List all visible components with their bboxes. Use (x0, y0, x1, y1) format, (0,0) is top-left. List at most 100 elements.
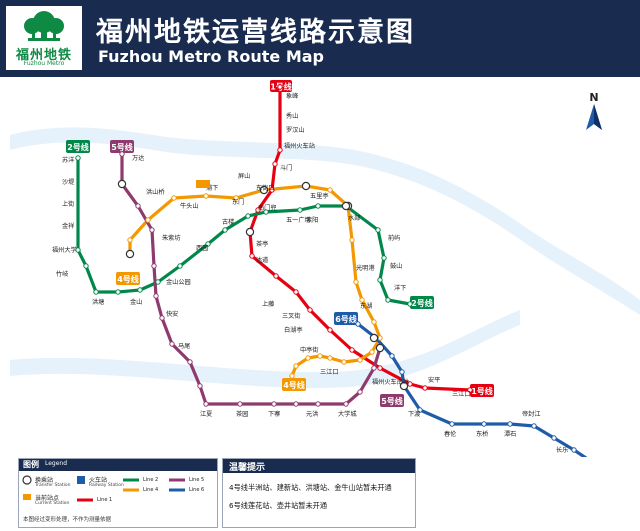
station-dot (273, 273, 279, 279)
station-label-jinshan: 金山 (130, 298, 142, 306)
station-label-niutoushan: 牛头山 (180, 202, 199, 210)
station-label-nanmendou: 南门兜 (258, 204, 277, 212)
station-dot (551, 435, 557, 441)
line-4-badge-label: 4号线 (117, 274, 139, 284)
line-6-badge-north-label: 6号线 (335, 314, 357, 324)
station-dot (222, 227, 228, 233)
line-4-badge: 4号线 (116, 272, 140, 285)
station-dot (341, 359, 347, 365)
station-labels: 象峰 秀山 罗汉山 福州火车站 斗门 屏山 东街口 南门兜 茶亭 达道 上藤 三… (52, 92, 568, 454)
station-dot (177, 263, 183, 269)
min-river-south (10, 310, 520, 389)
station-dot (269, 187, 275, 193)
station-label-fuzhou-south: 福州火车南站 (372, 378, 409, 386)
transfer-station-icon (117, 179, 127, 189)
station-label-mawei: 马尾 (178, 342, 190, 350)
station-label-chayuan: 茶园 (236, 410, 248, 418)
station-label-shadi: 沙堤 (62, 178, 75, 186)
station-dot (327, 187, 333, 193)
line-2-track (76, 158, 411, 306)
station-dot (571, 447, 577, 453)
station-dot (297, 207, 303, 213)
station-label-jinshan-park: 金山公园 (166, 278, 191, 286)
station-label-changle: 长乐 (556, 446, 568, 454)
station-dot (203, 193, 209, 199)
station-dot (343, 401, 349, 407)
station-dot (407, 381, 413, 387)
station-label-wuliting: 五里亭 (310, 192, 329, 200)
station-label-yangxia: 洋下 (394, 284, 406, 292)
transfer-station-icon (399, 381, 409, 391)
station-label-zhongtingjie: 中亭街 (300, 346, 319, 354)
legend-title-en: Legend (45, 460, 68, 467)
station-dot (75, 155, 81, 161)
tips-line-1: 4号线半洲站、建新站、洪塘站、金牛山站暂未开通 (229, 483, 392, 492)
logo-text: 福州地铁 (15, 48, 72, 63)
legend-panel: 图例 Legend 换乘站 Transfer Station 当前站点 Curr… (18, 458, 218, 528)
station-dot (327, 327, 333, 333)
station-label-pingshan: 屏山 (238, 172, 250, 180)
station-dot (349, 347, 355, 353)
station-dot (149, 227, 155, 233)
station-dot (271, 401, 277, 407)
station-label-dongjiekou: 东街口 (256, 184, 275, 192)
line-1-badge-south-label: 1号线 (471, 386, 493, 396)
line-6-badge-north: 6号线 (334, 312, 358, 325)
station-dot (135, 203, 141, 209)
station-dot (381, 255, 387, 261)
station-dot (399, 369, 405, 375)
station-dot (385, 297, 391, 303)
station-dot (83, 263, 89, 269)
station-dot (203, 401, 209, 407)
station-dot (293, 289, 299, 295)
station-dot (249, 253, 255, 259)
line-2-badge-east: 2号线 (410, 296, 434, 309)
station-dot (255, 207, 261, 213)
station-dot (233, 195, 239, 201)
station-dot (289, 373, 295, 379)
station-dot (349, 237, 355, 243)
current-station-marker (196, 180, 210, 188)
station-label-zhuqi: 竹岐 (56, 270, 68, 278)
line-4-badge-south-label: 4号线 (283, 380, 305, 390)
station-label-anping: 安平 (428, 376, 440, 384)
station-label-fuzhou-station: 福州火车站 (284, 142, 315, 150)
station-dot (377, 365, 383, 371)
tips-header: 温馨提示 (223, 459, 415, 473)
tips-title: 温馨提示 (229, 463, 266, 473)
station-dot (353, 279, 359, 285)
station-label-gushan: 鼓山 (390, 262, 402, 270)
legend-line1-label: Line 1 (97, 497, 113, 503)
station-dot (407, 301, 413, 307)
station-dot (481, 421, 487, 427)
station-label-chating: 茶亭 (256, 240, 268, 248)
station-dot (245, 213, 251, 219)
line-2-badge-west-label: 2号线 (67, 142, 89, 152)
legend-transfer-label-en: Transfer Station (35, 483, 71, 488)
station-label-zhuzifang: 朱紫坊 (162, 234, 181, 242)
station-label-gulou: 古楼 (222, 218, 234, 226)
tips-line-2: 6号线莲花站、壶井站暂未开通 (229, 501, 328, 510)
legend-transfer-label: 换乘站 (35, 477, 54, 484)
line-1-track (248, 87, 471, 392)
station-label-suyang: 苏洋 (62, 156, 74, 164)
line-5-badge-north-label: 5号线 (111, 142, 133, 152)
station-dot (151, 263, 157, 269)
station-dot (237, 401, 243, 407)
station-dot (315, 203, 321, 209)
station-dot (531, 423, 537, 429)
station-label-jinxi: 金祥 (62, 222, 74, 230)
transfer-station-icon (22, 475, 32, 485)
transfer-station-icon (301, 181, 311, 191)
station-label-xiadu: 下渡 (408, 410, 420, 418)
station-dot (75, 247, 81, 253)
fuzhou-metro-logo: 福州地铁 Fuzhou Metro (6, 6, 82, 70)
station-dot (307, 307, 313, 313)
station-label-xiyuan: 西园 (196, 245, 208, 252)
station-dot (187, 359, 193, 365)
legend-line5-label: Line 5 (189, 477, 205, 483)
station-label-tanshi: 潭石 (504, 430, 516, 438)
legend-line2-label: Line 2 (143, 477, 159, 483)
station-dot (293, 363, 299, 369)
